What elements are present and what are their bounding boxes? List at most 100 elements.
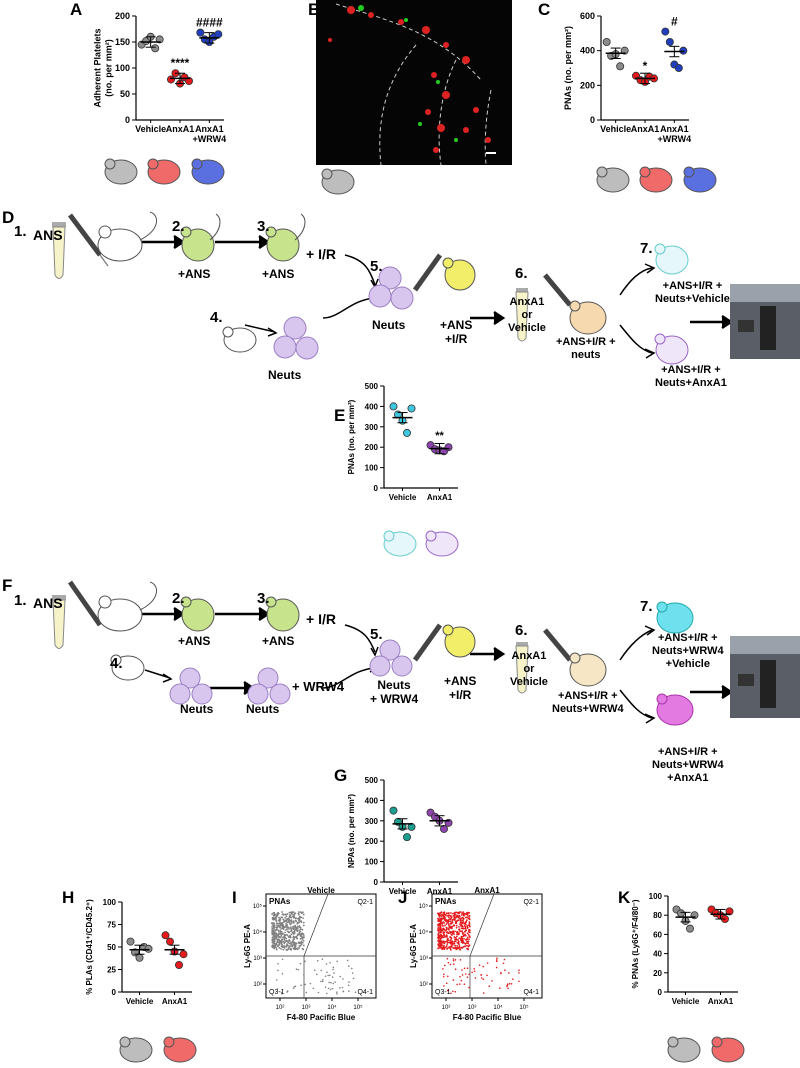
ans-label: ANS bbox=[33, 227, 63, 243]
event-dot bbox=[495, 959, 498, 961]
event-dot bbox=[333, 972, 335, 974]
event-dot bbox=[445, 919, 448, 922]
step-label: 2. bbox=[172, 218, 185, 235]
event-dot bbox=[462, 932, 464, 934]
y-tick-label: 500 bbox=[365, 776, 379, 785]
data-point bbox=[126, 937, 135, 946]
event-dot bbox=[468, 938, 470, 941]
event-dot bbox=[449, 925, 452, 928]
event-dot bbox=[455, 920, 458, 923]
event-dot bbox=[304, 983, 307, 986]
y-tick-label: 100 bbox=[115, 63, 130, 73]
event-dot bbox=[473, 970, 476, 972]
gate-label: Q4-1 bbox=[523, 989, 539, 996]
event-dot bbox=[438, 914, 441, 917]
event-dot bbox=[273, 927, 275, 930]
event-dot bbox=[471, 971, 473, 974]
event-dot bbox=[461, 919, 463, 922]
event-dot bbox=[347, 965, 350, 967]
event-dot bbox=[293, 946, 296, 948]
x-tick-label: AnxA1 bbox=[427, 887, 453, 896]
event-dot bbox=[281, 927, 284, 930]
event-dot bbox=[292, 947, 295, 950]
event-dot bbox=[303, 973, 305, 976]
event-dot bbox=[442, 940, 445, 943]
event-dot bbox=[463, 924, 466, 927]
mouse-ans-icon bbox=[180, 213, 221, 262]
event-dot bbox=[275, 920, 278, 923]
event-dot bbox=[283, 913, 286, 916]
event-dot bbox=[287, 948, 290, 951]
x-tick-label: 10² bbox=[276, 1005, 285, 1011]
event-dot bbox=[298, 917, 301, 919]
event-dot bbox=[271, 918, 274, 921]
event-dot bbox=[450, 944, 453, 947]
event-dot bbox=[502, 962, 505, 965]
event-dot bbox=[443, 933, 445, 936]
event-dot bbox=[294, 942, 297, 945]
x-tick-label: AnxA1 bbox=[195, 124, 224, 134]
event-dot bbox=[275, 943, 278, 945]
event-dot bbox=[284, 913, 287, 916]
neuts-label: Neuts bbox=[246, 702, 280, 716]
event-dot bbox=[466, 916, 469, 918]
event-dot bbox=[274, 944, 277, 947]
event-dot bbox=[284, 916, 287, 919]
event-dot bbox=[456, 944, 459, 947]
panel-label-e: E bbox=[334, 406, 346, 425]
event-dot bbox=[449, 914, 452, 917]
ans-vial-icon bbox=[52, 222, 66, 279]
schematic-f-figures bbox=[52, 580, 800, 726]
event-dot bbox=[282, 940, 285, 943]
event-dot bbox=[461, 969, 463, 971]
event-dot bbox=[458, 923, 461, 926]
vial-icon bbox=[515, 642, 529, 694]
event-dot bbox=[302, 944, 305, 947]
event-dot bbox=[468, 922, 471, 925]
event-dot bbox=[450, 992, 452, 995]
event-dot bbox=[451, 921, 454, 924]
y-tick-label: 100 bbox=[365, 464, 379, 473]
event-dot bbox=[450, 912, 452, 914]
event-dot bbox=[309, 982, 312, 985]
y-axis-label: Adherent Platelets(no. per mm²) bbox=[93, 28, 114, 107]
gate-label: Q4-1 bbox=[357, 989, 373, 996]
event-dot bbox=[277, 922, 280, 925]
event-dot bbox=[288, 945, 291, 948]
syringe-icon bbox=[412, 623, 443, 662]
event-dot bbox=[456, 931, 458, 934]
significance-label: **** bbox=[171, 56, 190, 70]
event-dot bbox=[346, 959, 349, 962]
event-dot bbox=[442, 973, 445, 976]
x-tick-label: Vehicle bbox=[600, 124, 631, 134]
event-dot bbox=[288, 928, 290, 930]
event-dot bbox=[457, 942, 460, 945]
event-dot bbox=[279, 922, 282, 924]
event-dot bbox=[279, 932, 282, 935]
event-dot bbox=[466, 932, 469, 935]
y-tick-label: 10³ bbox=[419, 956, 428, 962]
y-tick-label: 10⁵ bbox=[419, 903, 429, 910]
event-dot bbox=[277, 929, 280, 932]
mice-legend-e bbox=[383, 530, 459, 557]
event-dot bbox=[454, 919, 456, 921]
event-dot bbox=[452, 915, 455, 917]
event-dot bbox=[279, 936, 282, 939]
event-dot bbox=[451, 918, 454, 921]
event-dot bbox=[442, 975, 445, 978]
event-dot bbox=[455, 926, 458, 929]
neutrophil-cluster-icon bbox=[247, 667, 291, 705]
x-axis-label: F4-80 Pacific Blue bbox=[287, 1013, 356, 1022]
event-dot bbox=[281, 958, 284, 961]
event-dot bbox=[449, 920, 452, 923]
x-tick-label: +WRW4 bbox=[193, 134, 227, 142]
ans-label: ANS bbox=[33, 595, 63, 611]
event-dot bbox=[286, 918, 289, 921]
y-tick-label: 60 bbox=[653, 930, 662, 939]
event-dot bbox=[460, 914, 463, 916]
event-dot bbox=[442, 927, 445, 930]
event-dot bbox=[278, 935, 281, 938]
event-dot bbox=[295, 927, 298, 929]
